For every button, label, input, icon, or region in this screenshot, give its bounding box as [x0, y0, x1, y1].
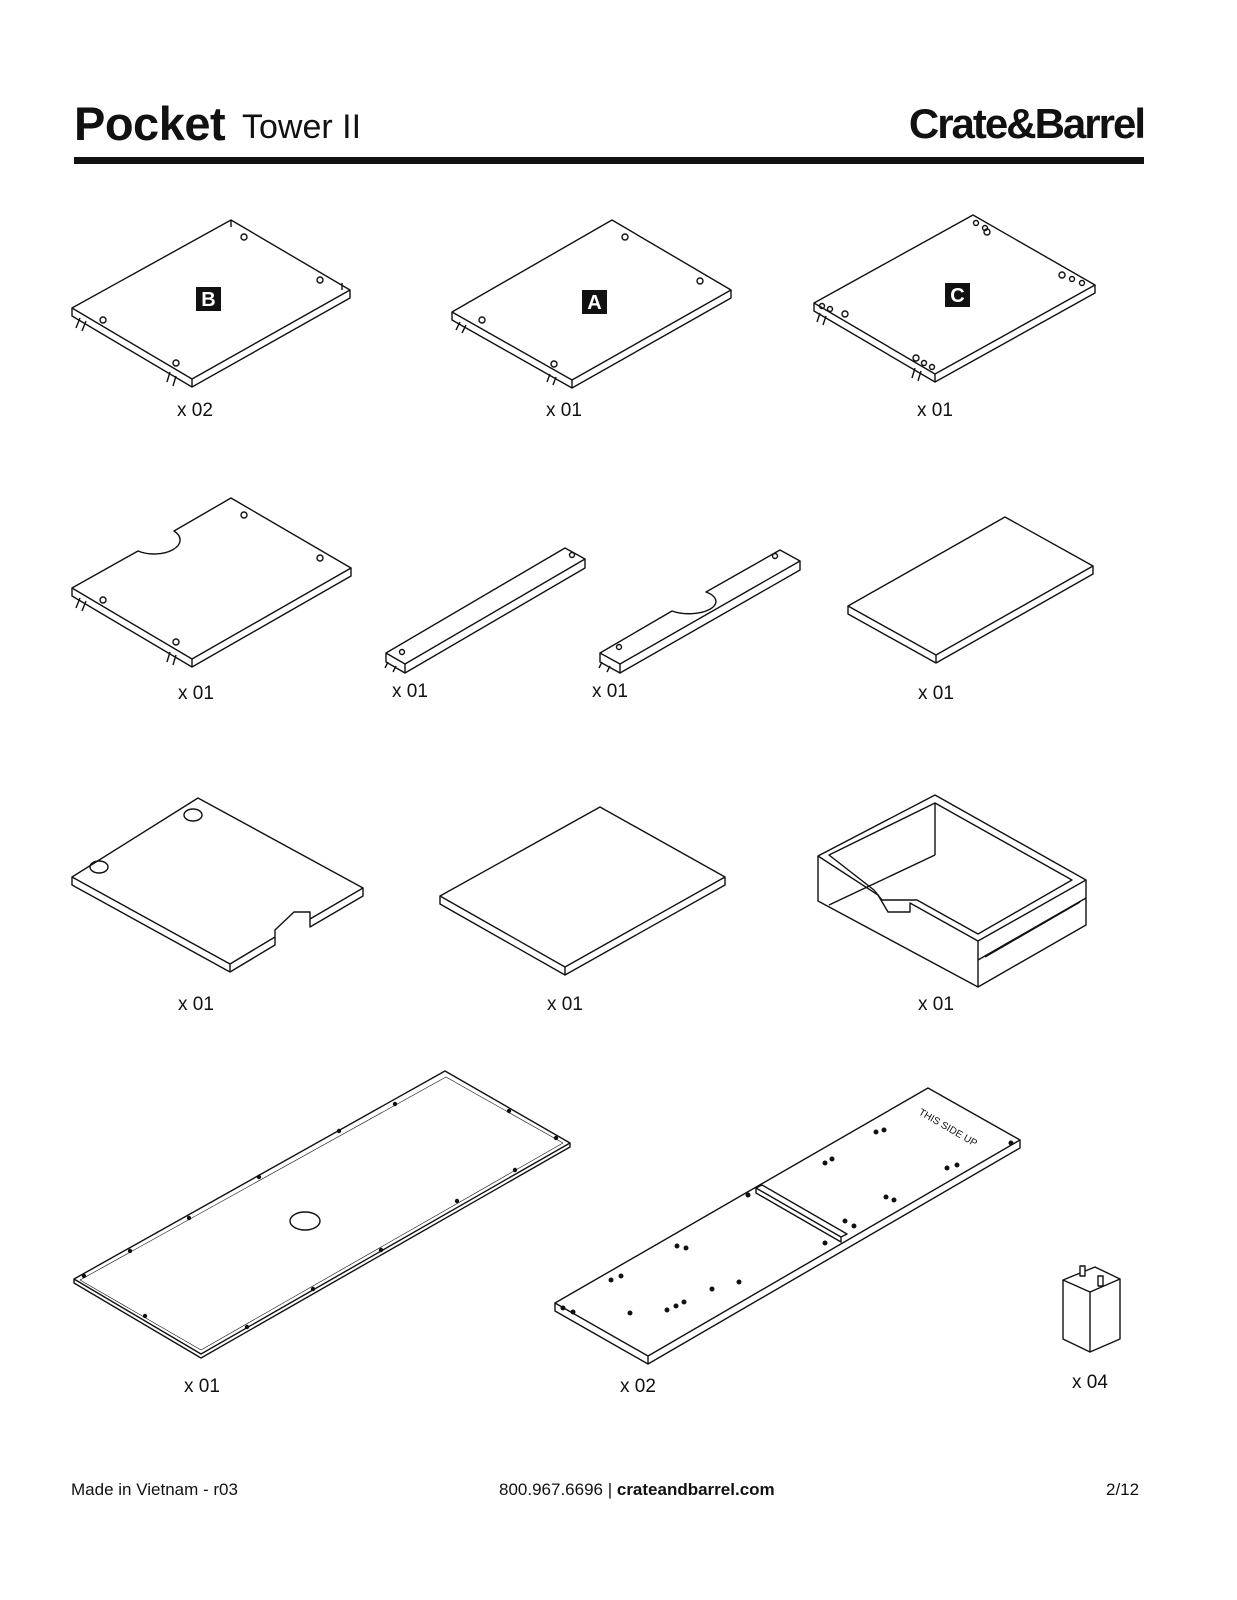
footer-contact: 800.967.6696 | crateandbarrel.com	[499, 1480, 775, 1500]
straight-rail	[384, 547, 586, 674]
part-b-label: B	[201, 289, 215, 311]
footer-origin: Made in Vietnam - r03	[71, 1480, 238, 1499]
part-c-panel: C	[813, 214, 1096, 383]
bottom-board	[439, 806, 726, 976]
part-c-label: C	[950, 285, 964, 307]
part-c-label-box	[945, 283, 970, 307]
back-panel-quantity: x 01	[184, 1376, 220, 1397]
product-title: Pocket	[74, 97, 226, 150]
back-panel	[73, 1070, 571, 1359]
part-a-panel: A	[451, 219, 732, 389]
long-side-panel-quantity: x 02	[620, 1376, 656, 1397]
part-a-quantity: x 01	[546, 400, 582, 421]
footer-website: crateandbarrel.com	[616, 1480, 775, 1499]
part-b-label-box	[196, 287, 221, 311]
part-a-label-box	[582, 290, 607, 314]
drawer-box	[817, 794, 1087, 988]
part-b-quantity: x 02	[177, 400, 213, 421]
straight-rail-quantity: x 01	[392, 681, 428, 702]
brand-logo: Crate&Barrel	[908, 100, 1146, 147]
part-c-quantity: x 01	[917, 400, 953, 421]
leg-block	[1062, 1265, 1121, 1353]
cutout-side-panel-quantity: x 01	[178, 683, 214, 704]
grommet-panel-quantity: x 01	[178, 994, 214, 1015]
footer-page-number: 2/12	[1106, 1480, 1140, 1499]
grommet-panel	[71, 797, 364, 973]
page-header: Pocket Tower II Crate&Barrel	[74, 96, 1146, 156]
long-side-panel: THIS SIDE UP	[554, 1087, 1021, 1365]
drawer-box-quantity: x 01	[918, 994, 954, 1015]
footer-phone: 800.967.6696 |	[499, 1480, 617, 1499]
product-subtitle: Tower II	[242, 108, 362, 146]
part-a-label: A	[587, 292, 601, 314]
header-rule	[74, 157, 1144, 164]
cutout-rail	[598, 549, 801, 674]
part-b-panel: B	[71, 219, 351, 388]
leg-block-quantity: x 04	[1072, 1372, 1108, 1393]
bottom-board-quantity: x 01	[547, 994, 583, 1015]
cutout-side-panel	[71, 497, 352, 668]
flat-shelf-quantity: x 01	[918, 683, 954, 704]
cutout-rail-quantity: x 01	[592, 681, 628, 702]
flat-shelf	[847, 516, 1094, 664]
